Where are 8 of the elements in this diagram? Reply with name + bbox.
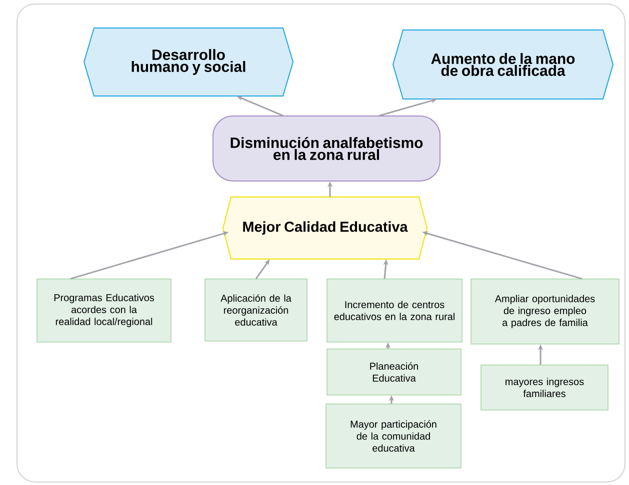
goal-box: Disminución analfabetismo en la zona rural	[212, 116, 440, 182]
cause-box: Planeación Educativa	[326, 348, 462, 396]
cause-box: Aplicación de la reorganización educativa	[204, 278, 308, 342]
cause-box: Incremento de centros educativos en la zona rural	[326, 278, 462, 342]
cause-box: Mayor participación de la comunidad educativa	[326, 404, 462, 468]
cause-box: Ampliar oportunidades de ingreso empleo a padres de familia	[470, 278, 620, 344]
cause-box: Programas Educativos acordes con la realidad local/regional	[36, 278, 172, 342]
cause-box: mayores ingresos familiares	[480, 364, 608, 410]
